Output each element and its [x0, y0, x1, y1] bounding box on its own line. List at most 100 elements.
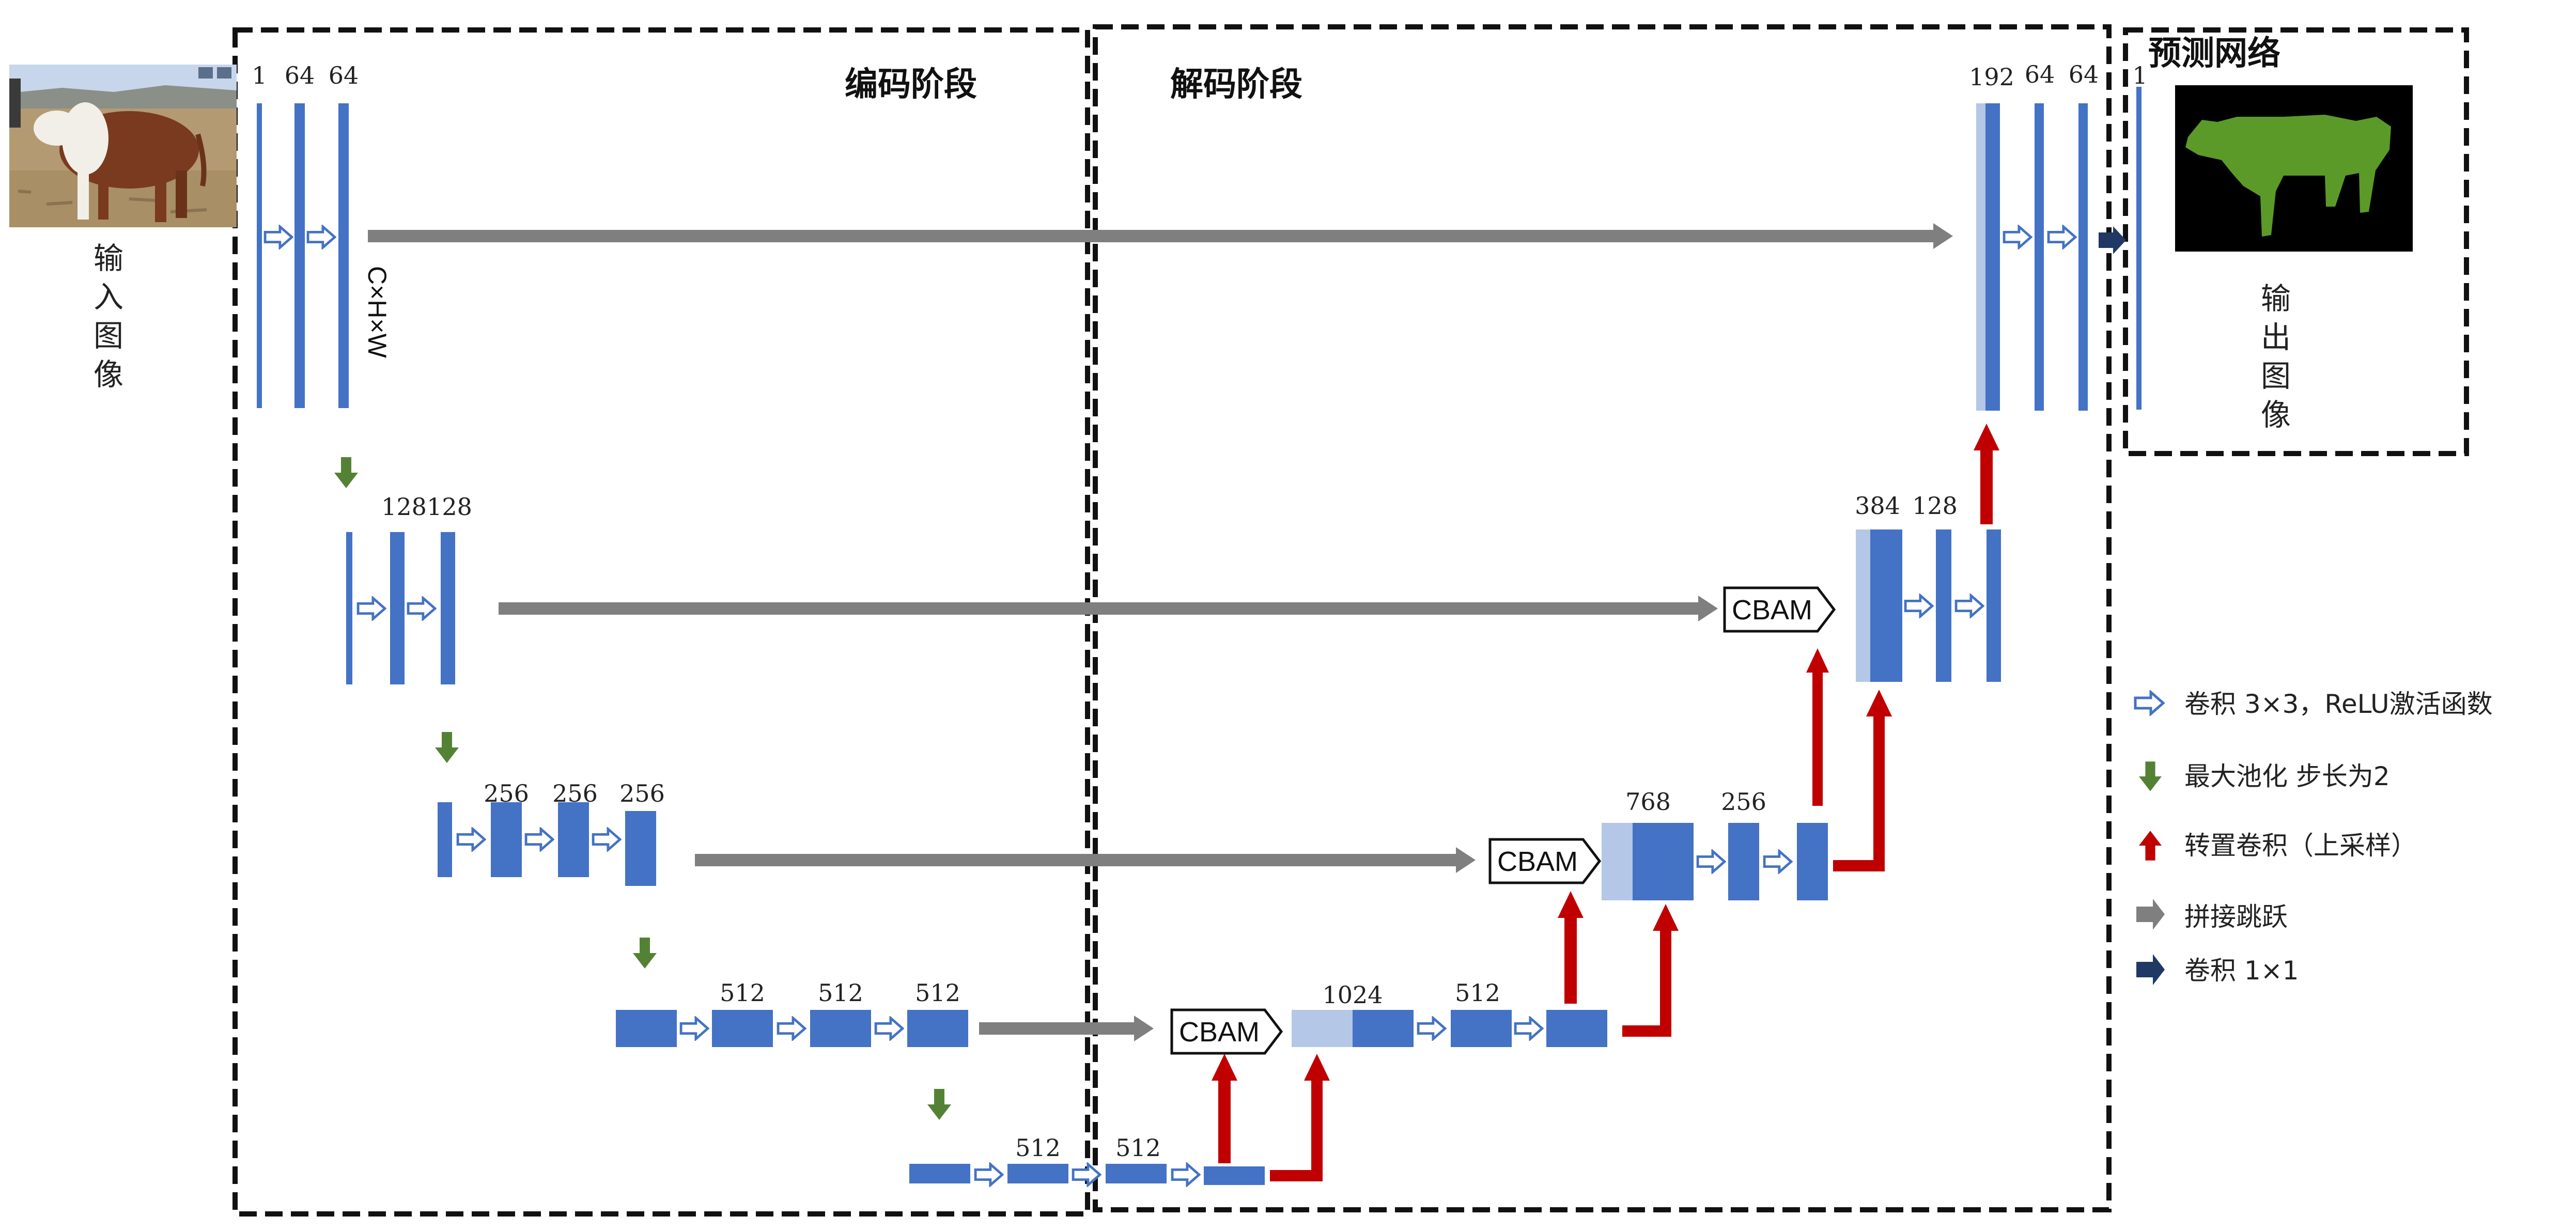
feature-map [909, 1164, 970, 1183]
encoder-frame [232, 27, 1090, 1217]
decoder-frame [1093, 24, 2112, 1212]
feature-map [1106, 1164, 1167, 1183]
svg-text:像: 像 [94, 357, 123, 392]
channel-label: 1024 [1322, 981, 1383, 1009]
channel-label: 256 [1721, 788, 1766, 816]
feature-map [810, 1010, 871, 1047]
feature-map [1204, 1166, 1265, 1185]
conv3x3-arrow-icon [265, 227, 292, 247]
channel-label: 64 [285, 61, 315, 89]
conv1x1-arrow-icon [2099, 226, 2126, 254]
concat-map [1602, 823, 1633, 900]
prediction-frame [2123, 27, 2469, 456]
encoder-level-3: 256 256 256 [438, 779, 665, 886]
legend-conv3x3-icon [2135, 692, 2163, 714]
conv3x3-arrow-icon [1764, 851, 1791, 872]
skip-arrow-level-1 [368, 230, 1933, 242]
conv3x3-arrow-icon [1418, 1018, 1445, 1039]
svg-text:图: 图 [2261, 358, 2291, 394]
pool-arrow-icon [435, 732, 459, 763]
conv3x3-arrow-icon [358, 598, 385, 619]
concat-map [1292, 1010, 1353, 1047]
decoder-level-2: 384 128 [1855, 492, 2001, 682]
output-mask-image [2175, 85, 2413, 252]
conv3x3-arrow-icon [2004, 227, 2031, 247]
channel-label: 512 [1115, 1134, 1161, 1162]
output-caption: 输 出 图 像 [2261, 281, 2291, 432]
prediction-title: 预测网络 [2148, 35, 2280, 73]
feature-map [441, 532, 455, 684]
skip-arrow-level-3-head [1456, 847, 1476, 873]
legend-pool-label: 最大池化 步长为2 [2184, 761, 2390, 791]
skip-arrow-level-3 [695, 854, 1456, 866]
svg-text:CBAM: CBAM [1179, 1017, 1260, 1048]
decoder-level-4: 1024 512 [1292, 979, 1607, 1047]
svg-text:图: 图 [94, 318, 123, 353]
input-dim-label: C×H×W [363, 266, 392, 358]
conv3x3-arrow-icon [408, 598, 435, 619]
conv3x3-arrow-icon [308, 227, 335, 247]
channel-label: 1 [252, 61, 267, 89]
feature-map [338, 103, 349, 408]
feature-map [1936, 529, 1951, 682]
feature-map [907, 1010, 968, 1047]
conv3x3-arrow-icon [1905, 596, 1932, 616]
conv3x3-arrow-icon [1956, 596, 1983, 616]
concat-map [1856, 529, 1870, 682]
conv3x3-arrow-icon [1515, 1018, 1542, 1039]
feature-map [491, 802, 522, 877]
svg-text:出: 出 [2261, 320, 2291, 355]
decoder-title: 解码阶段 [1170, 66, 1302, 104]
legend: 卷积 3×3，ReLU激活函数 最大池化 步长为2 转置卷积（上采样） 拼接跳跃… [2135, 689, 2493, 986]
legend-conv1x1-label: 卷积 1×1 [2184, 956, 2299, 986]
legend-skip-icon [2136, 899, 2165, 930]
cbam-module: CBAM [1488, 838, 1602, 884]
channel-label: 64 [2069, 60, 2099, 88]
conv3x3-arrow-icon [876, 1018, 903, 1039]
channel-label: 64 [329, 61, 359, 89]
cbam-module: CBAM [1723, 586, 1836, 633]
feature-map [625, 811, 656, 886]
channel-label: 128 [1912, 492, 1958, 520]
conv3x3-arrow-icon [975, 1164, 1002, 1185]
feature-map [257, 103, 262, 408]
decoder-level-3: 768 256 [1602, 788, 1828, 900]
channel-label: 128 [427, 493, 472, 521]
channel-label: 512 [720, 979, 765, 1007]
feature-map [2035, 103, 2044, 411]
input-image [9, 65, 237, 227]
svg-text:输: 输 [2261, 281, 2291, 316]
skip-arrow-level-1-head [1933, 223, 1953, 249]
feature-map [1451, 1010, 1512, 1047]
encoder-level-2: 128 128 [346, 493, 472, 684]
channel-label: 512 [1455, 979, 1500, 1007]
svg-text:CBAM: CBAM [1732, 595, 1812, 626]
feature-map [616, 1010, 677, 1047]
channel-label: 768 [1625, 788, 1671, 816]
feature-map [558, 802, 589, 877]
upconv-paths [1212, 424, 1999, 1181]
legend-upconv-icon [2139, 831, 2162, 861]
channel-label: 256 [552, 779, 598, 807]
channel-label: 512 [818, 979, 863, 1007]
feature-map [2078, 103, 2088, 411]
pool-arrow-icon [927, 1089, 951, 1120]
feature-map [1728, 823, 1759, 900]
legend-conv3x3-label: 卷积 3×3，ReLU激活函数 [2184, 689, 2493, 719]
legend-upconv-label: 转置卷积（上采样） [2184, 831, 2417, 861]
feature-map [438, 802, 452, 877]
conv3x3-arrow-icon [458, 829, 485, 850]
channel-label: 64 [2025, 60, 2055, 88]
bottleneck-level: 512 512 [909, 1134, 1265, 1185]
conv3x3-arrow-icon [2049, 227, 2075, 247]
conv3x3-arrow-icon [681, 1018, 708, 1039]
svg-text:入: 入 [94, 279, 123, 315]
svg-text:像: 像 [2261, 397, 2291, 432]
pool-arrow-icon [633, 938, 657, 969]
channel-label: 256 [619, 779, 665, 807]
svg-text:CBAM: CBAM [1497, 846, 1578, 877]
feature-map [1546, 1010, 1607, 1047]
skip-arrow-level-4-head [1134, 1016, 1154, 1041]
channel-label: 128 [381, 493, 427, 521]
